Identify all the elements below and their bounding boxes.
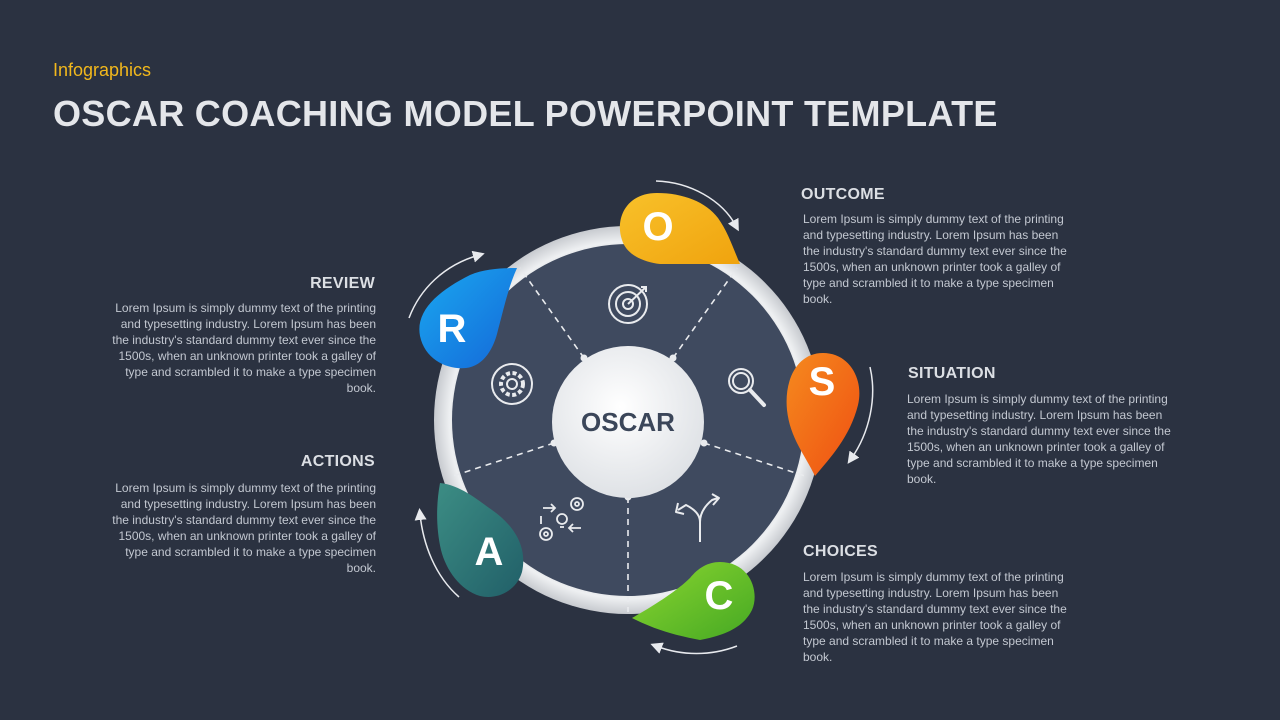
text-outcome: Lorem Ipsum is simply dummy text of the … xyxy=(803,212,1067,306)
target-icon xyxy=(608,284,648,324)
arrow-c-to-a xyxy=(650,642,738,655)
drop-o xyxy=(619,193,740,264)
process-gears-icon xyxy=(539,497,584,541)
drop-s xyxy=(786,353,860,476)
heading-situation: SITUATION xyxy=(908,365,996,382)
heading-review: REVIEW xyxy=(310,275,375,292)
arrow-r-to-o xyxy=(408,250,485,319)
heading-actions: ACTIONS xyxy=(300,453,375,470)
gear-cycle-icon xyxy=(491,363,533,405)
split-arrows-icon xyxy=(675,493,720,542)
center-label: OSCAR xyxy=(581,407,675,437)
letter-o: O xyxy=(642,205,673,249)
drop-r xyxy=(419,268,517,369)
arrow-s-to-c xyxy=(847,366,874,464)
magnifier-icon xyxy=(728,368,766,407)
heading-outcome: OUTCOME xyxy=(801,186,885,203)
text-situation: Lorem Ipsum is simply dummy text of the … xyxy=(907,392,1171,486)
subtitle-kicker: Infographics xyxy=(53,60,152,80)
heading-choices: CHOICES xyxy=(803,543,878,560)
letter-c: C xyxy=(705,574,734,618)
letter-s: S xyxy=(809,360,836,404)
arrow-o-to-s xyxy=(655,180,739,232)
arrow-a-to-r xyxy=(414,508,460,598)
drop-c xyxy=(632,562,755,640)
text-choices: Lorem Ipsum is simply dummy text of the … xyxy=(803,570,1067,664)
text-actions: Lorem Ipsum is simply dummy text of the … xyxy=(112,481,376,575)
drop-a xyxy=(437,483,524,597)
letter-r: R xyxy=(438,307,467,351)
segment-dividers xyxy=(449,267,809,612)
slide-title: OSCAR COACHING MODEL POWERPOINT TEMPLATE xyxy=(53,93,998,134)
letter-a: A xyxy=(475,530,504,574)
center-hub xyxy=(552,346,704,498)
text-review: Lorem Ipsum is simply dummy text of the … xyxy=(112,301,376,395)
